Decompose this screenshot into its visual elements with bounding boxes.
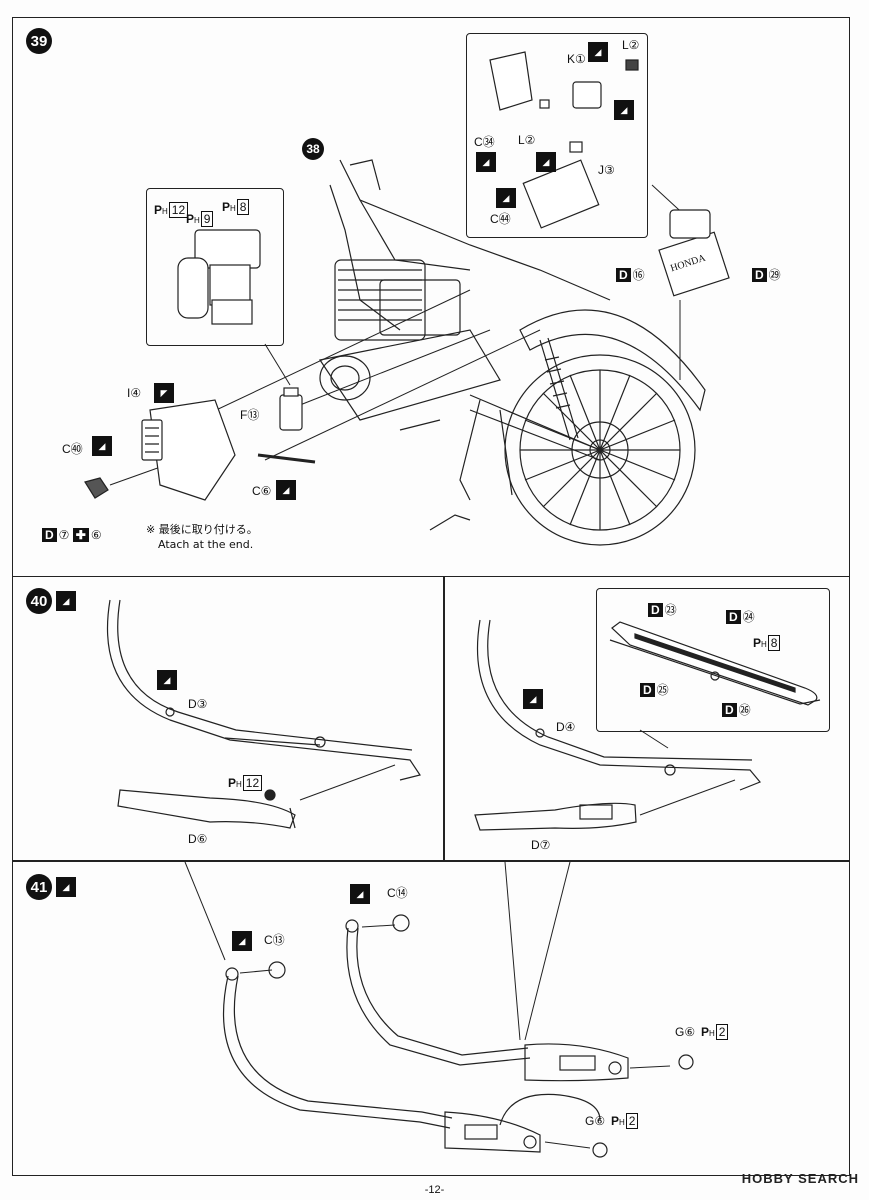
glue-icon: ◢ — [588, 42, 608, 62]
label-c40: C㊵ — [62, 442, 83, 456]
label-d3: D③ — [188, 697, 208, 711]
label-l2-top: L② — [622, 38, 640, 52]
fuel-cock-inset — [146, 188, 284, 346]
step-41-panel — [12, 861, 850, 1176]
label-l2-mid: L② — [518, 133, 536, 147]
glue-icon: ◢ — [496, 188, 516, 208]
glue-icon: ◢ — [56, 877, 76, 897]
attach-note-ja: ※ 最後に取り付ける。 — [146, 523, 258, 536]
label-k1: K① — [567, 52, 586, 66]
label-c13: C⑬ — [264, 933, 285, 947]
label-d6: D⑥ — [188, 832, 208, 846]
step-41-badge: 41 — [26, 874, 52, 900]
step-40-left-panel — [12, 576, 444, 861]
glue-icon: ◢ — [56, 591, 76, 611]
watermark: HOBBY SEARCH — [741, 1171, 859, 1186]
label-j3: J③ — [598, 163, 615, 177]
glue-icon: ◢ — [536, 152, 556, 172]
label-c14: C⑭ — [387, 886, 408, 900]
label-g6-top: G⑥ — [675, 1025, 696, 1039]
label-c6: C⑥ — [252, 484, 272, 498]
glue-icon: ◢ — [614, 100, 634, 120]
exhaust-illustration-step40 — [106, 599, 821, 831]
label-d4: D④ — [556, 720, 576, 734]
label-f13: F⑬ — [240, 408, 260, 422]
license-plate-inset — [466, 33, 648, 238]
glue-icon: ◢ — [232, 931, 252, 951]
glue-icon: ◢ — [92, 436, 112, 456]
water-slide-icon: ✚ — [72, 528, 89, 542]
step-39-badge: 39 — [26, 28, 52, 54]
glue-icon: ◤ — [154, 383, 174, 403]
step-40-right-panel — [444, 576, 850, 861]
page-number: -12- — [424, 1184, 445, 1196]
motorcycle-illustration — [84, 51, 730, 546]
label-g6-bottom: G⑥ — [585, 1114, 606, 1128]
glue-icon: ◢ — [476, 152, 496, 172]
label-c34: C㉞ — [474, 135, 495, 149]
heat-shield-inset — [596, 588, 830, 732]
label-c44: C㊹ — [490, 212, 511, 226]
glue-icon: ◢ — [523, 689, 543, 709]
label-d7-step40: D⑦ — [531, 838, 551, 852]
label-i4: I④ — [127, 386, 142, 400]
glue-icon: ◢ — [350, 884, 370, 904]
attach-note-en: Atach at the end. — [158, 538, 254, 551]
step-38-reference-badge: 38 — [302, 138, 324, 160]
glue-icon: ◢ — [157, 670, 177, 690]
step-40-badge: 40 — [26, 588, 52, 614]
glue-icon: ◢ — [276, 480, 296, 500]
